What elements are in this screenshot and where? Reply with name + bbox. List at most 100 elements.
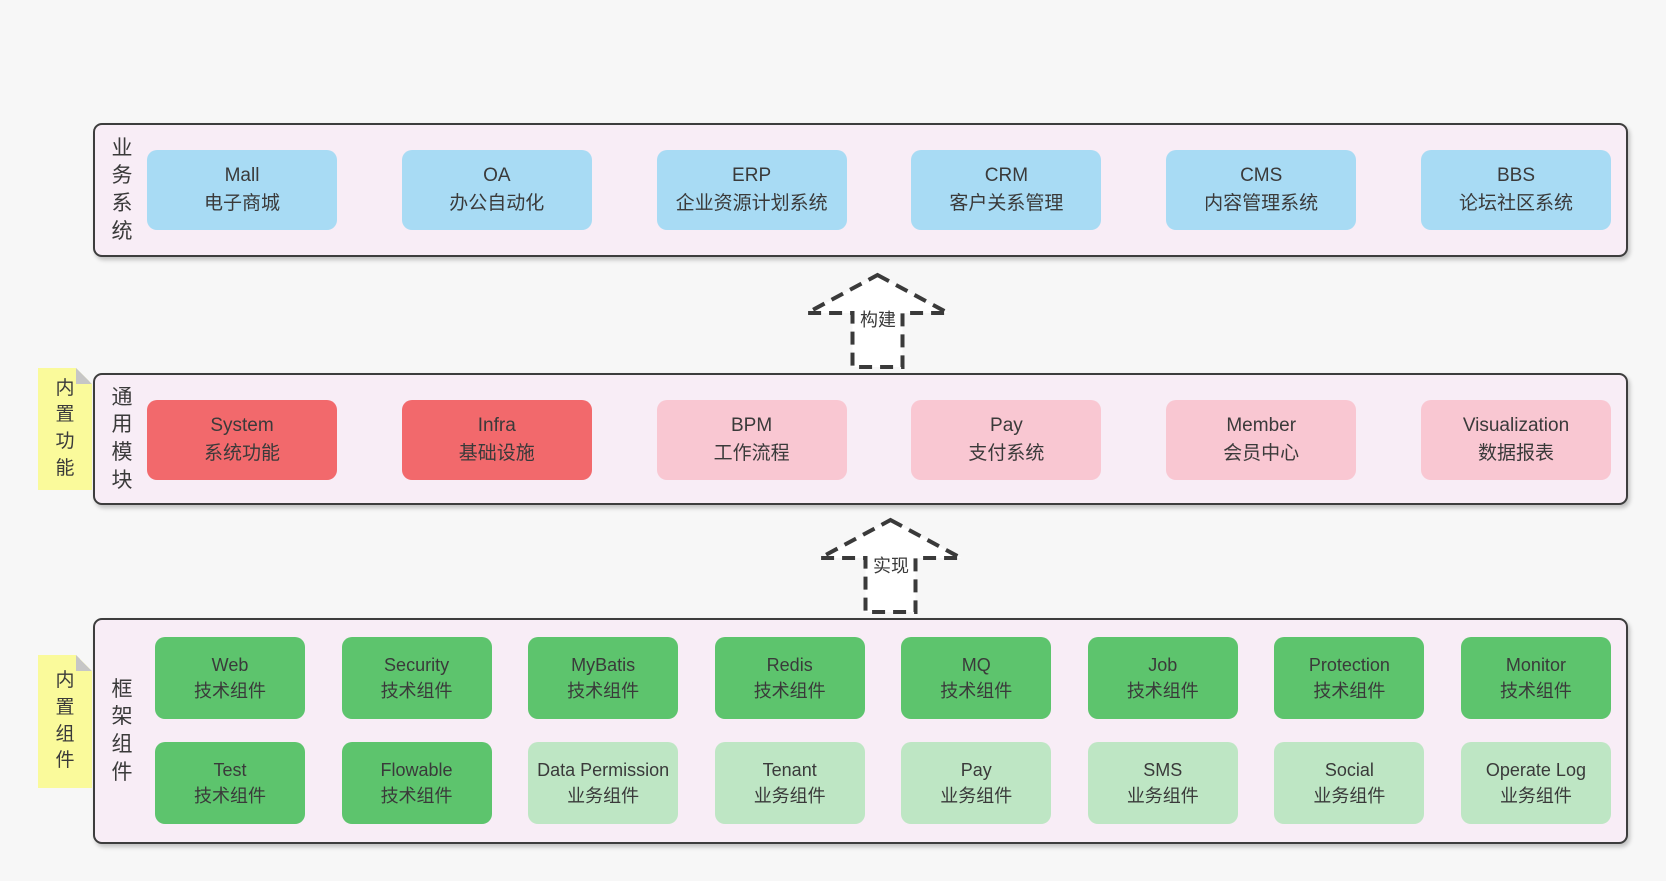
box-bpm: BPM 工作流程 <box>656 400 847 480</box>
box-visualization: Visualization 数据报表 <box>1420 400 1611 480</box>
business-systems-label: 业务系统 <box>105 125 139 255</box>
box-title: Flowable <box>380 759 453 780</box>
common-modules-label-text: 通用模块 <box>111 385 133 492</box>
box-sms: SMS 业务组件 <box>1087 742 1238 824</box>
box-subtitle: 技术组件 <box>1499 681 1572 701</box>
framework-components-label-text: 框架组件 <box>111 677 133 784</box>
box-title: SMS <box>1143 759 1183 780</box>
box-pay: Pay 支付系统 <box>911 400 1102 480</box>
business-systems-row: Mall 电子商城 OA 办公自动化 ERP 企业资源计划系统 CRM 客户关系… <box>147 150 1611 230</box>
box-subtitle: 会员中心 <box>1223 443 1300 464</box>
box-subtitle: 内容管理系统 <box>1204 193 1319 214</box>
implement-arrow-label: 实现 <box>870 553 912 580</box>
box-subtitle: 技术组件 <box>194 786 266 806</box>
box-subtitle: 客户关系管理 <box>949 193 1064 214</box>
box-data-permission: Data Permission 业务组件 <box>528 742 679 824</box>
box-title: Redis <box>766 654 813 675</box>
common-modules-label: 通用模块 <box>105 375 139 503</box>
box-subtitle: 技术组件 <box>567 681 640 701</box>
box-title: OA <box>483 164 511 186</box>
box-redis: Redis 技术组件 <box>714 637 865 719</box>
box-title: Protection <box>1308 654 1390 675</box>
box-title: MQ <box>961 654 991 675</box>
box-cms: CMS 内容管理系统 <box>1166 150 1357 230</box>
box-subtitle: 数据报表 <box>1477 443 1554 464</box>
box-subtitle: 支付系统 <box>968 443 1045 464</box>
builtin-components-sticky-text: 内置组件 <box>55 670 75 772</box>
box-title: Web <box>211 654 249 675</box>
box-title: ERP <box>732 164 772 186</box>
box-subtitle: 业务组件 <box>1313 786 1386 806</box>
box-subtitle: 技术组件 <box>940 681 1013 701</box>
box-subtitle: 论坛社区系统 <box>1458 193 1573 214</box>
box-subtitle: 技术组件 <box>1313 681 1386 701</box>
sticky-fold-corner <box>76 368 92 384</box>
box-infra: Infra 基础设施 <box>401 400 592 480</box>
build-arrow-label: 构建 <box>857 307 899 334</box>
box-title: Test <box>213 759 247 780</box>
box-title: MyBatis <box>571 654 636 675</box>
box-tenant: Tenant 业务组件 <box>714 742 865 824</box>
box-subtitle: 业务组件 <box>940 786 1013 806</box>
box-mybatis: MyBatis 技术组件 <box>528 637 679 719</box>
box-bbs: BBS 论坛社区系统 <box>1420 150 1611 230</box>
box-title: BBS <box>1496 164 1535 186</box>
box-title: CMS <box>1240 164 1283 186</box>
box-title: BPM <box>731 414 773 436</box>
box-operate-log: Operate Log 业务组件 <box>1460 742 1611 824</box>
box-title: Social <box>1324 759 1374 780</box>
box-subtitle: 办公自动化 <box>449 193 545 214</box>
box-subtitle: 技术组件 <box>380 681 453 701</box>
box-title: Security <box>384 654 450 675</box>
box-subtitle: 工作流程 <box>713 443 790 464</box>
box-flowable: Flowable 技术组件 <box>341 742 492 824</box>
box-title: Mall <box>224 164 260 186</box>
framework-components-panel: 框架组件 Web 技术组件 Security 技术组件 MyBatis 技术组件… <box>93 618 1628 844</box>
box-member: Member 会员中心 <box>1166 400 1357 480</box>
box-monitor: Monitor 技术组件 <box>1460 637 1611 719</box>
business-systems-panel: 业务系统 Mall 电子商城 OA 办公自动化 ERP 企业资源计划系统 CRM… <box>93 123 1628 257</box>
common-modules-row: System 系统功能 Infra 基础设施 BPM 工作流程 Pay 支付系统… <box>147 400 1611 480</box>
builtin-features-sticky-text: 内置功能 <box>55 377 75 479</box>
framework-components-label: 框架组件 <box>105 620 139 842</box>
box-social: Social 业务组件 <box>1274 742 1425 824</box>
box-title: Data Permission <box>537 759 670 780</box>
box-crm: CRM 客户关系管理 <box>911 150 1102 230</box>
box-subtitle: 技术组件 <box>194 681 266 701</box>
box-title: Job <box>1148 654 1178 675</box>
box-title: System <box>210 414 274 436</box>
box-subtitle: 系统功能 <box>203 443 280 464</box>
box-subtitle: 电子商城 <box>203 193 280 214</box>
box-title: Infra <box>477 414 516 436</box>
box-web: Web 技术组件 <box>155 637 305 719</box>
box-mall: Mall 电子商城 <box>147 150 337 230</box>
box-pay-biz: Pay 业务组件 <box>901 742 1052 824</box>
box-subtitle: 技术组件 <box>380 786 453 806</box>
box-subtitle: 业务组件 <box>1499 786 1572 806</box>
box-title: Member <box>1226 414 1297 436</box>
box-erp: ERP 企业资源计划系统 <box>656 150 847 230</box>
box-subtitle: 技术组件 <box>753 681 826 701</box>
box-job: Job 技术组件 <box>1087 637 1238 719</box>
box-security: Security 技术组件 <box>341 637 492 719</box>
box-title: Visualization <box>1462 414 1570 436</box>
box-subtitle: 基础设施 <box>458 443 535 464</box>
box-subtitle: 业务组件 <box>753 786 826 806</box>
box-protection: Protection 技术组件 <box>1274 637 1425 719</box>
framework-row-2: Test 技术组件 Flowable 技术组件 Data Permission … <box>155 742 1611 824</box>
box-mq: MQ 技术组件 <box>901 637 1052 719</box>
box-title: CRM <box>984 164 1029 186</box>
box-subtitle: 技术组件 <box>1126 681 1199 701</box>
common-modules-panel: 通用模块 System 系统功能 Infra 基础设施 BPM 工作流程 Pay… <box>93 373 1628 505</box>
box-test: Test 技术组件 <box>155 742 305 824</box>
business-systems-label-text: 业务系统 <box>111 136 133 243</box>
box-title: Operate Log <box>1485 759 1586 780</box>
box-title: Monitor <box>1505 654 1566 675</box>
framework-row-1: Web 技术组件 Security 技术组件 MyBatis 技术组件 Redi… <box>155 637 1611 719</box>
box-title: Tenant <box>762 759 817 780</box>
box-system: System 系统功能 <box>147 400 337 480</box>
box-title: Pay <box>960 759 992 780</box>
box-subtitle: 业务组件 <box>567 786 640 806</box>
builtin-features-sticky: 内置功能 <box>38 368 92 490</box>
box-oa: OA 办公自动化 <box>401 150 592 230</box>
